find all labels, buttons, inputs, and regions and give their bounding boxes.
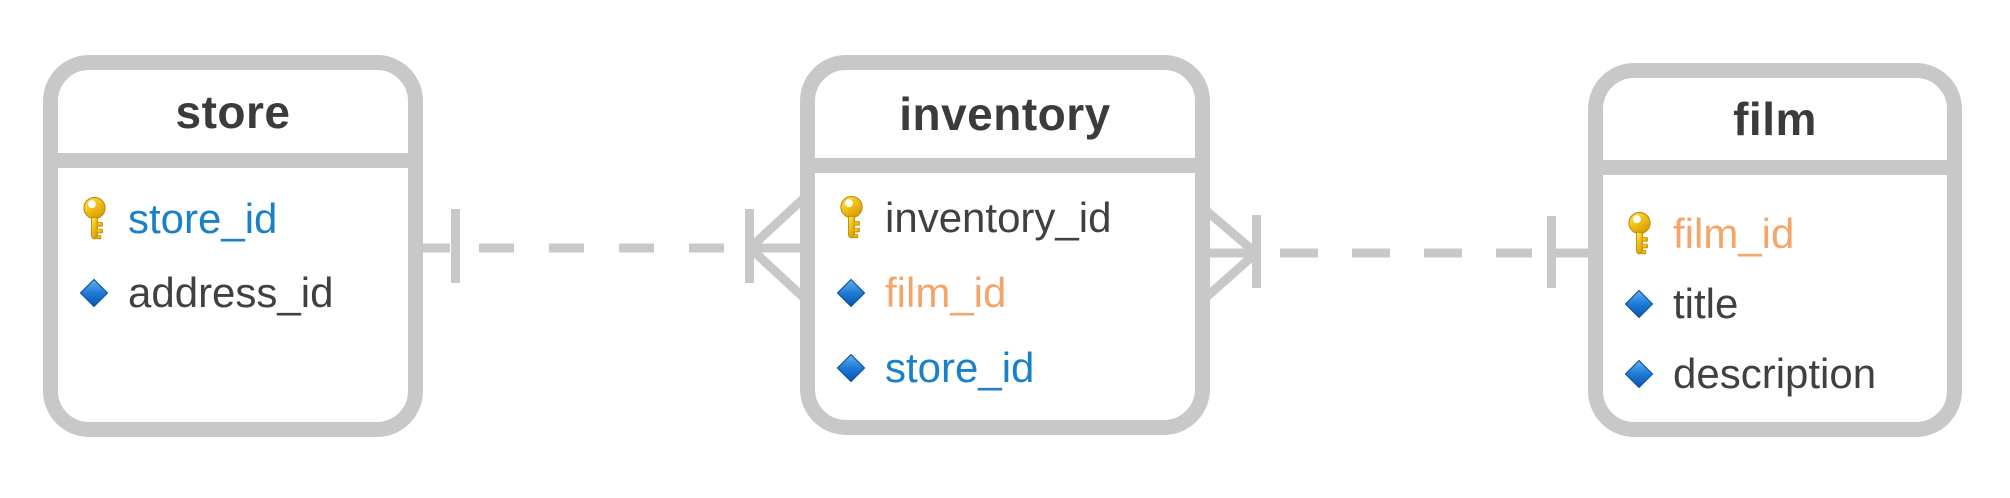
- crow-foot-many-marker: [746, 195, 807, 301]
- table-header: store: [58, 70, 408, 168]
- crow-foot-many-marker: [1200, 204, 1259, 304]
- diamond-icon: [1617, 289, 1661, 319]
- relationship-inventory-film[interactable]: [1200, 204, 1588, 304]
- table-header: film: [1603, 78, 1947, 175]
- field-name: film_id: [1673, 210, 1795, 257]
- field-row-address-id[interactable]: address_id: [58, 256, 408, 330]
- field-name: film_id: [885, 268, 1007, 316]
- field-row-film-id[interactable]: film_id: [815, 255, 1195, 330]
- field-list: store_id address_id: [58, 168, 408, 330]
- field-row-title[interactable]: title: [1603, 269, 1947, 339]
- table-film[interactable]: film film_id title description: [1588, 63, 1962, 437]
- field-list: inventory_id film_id store_id: [815, 173, 1195, 405]
- field-name: inventory_id: [885, 193, 1112, 241]
- table-title: film: [1733, 93, 1817, 145]
- key-icon: [72, 196, 116, 242]
- diamond-icon: [1617, 359, 1661, 389]
- field-name: store_id: [128, 195, 278, 242]
- field-row-description[interactable]: description: [1603, 339, 1947, 409]
- table-title: store: [175, 85, 291, 138]
- key-icon: [1617, 211, 1661, 257]
- key-icon: [829, 195, 873, 241]
- diamond-icon: [829, 353, 873, 383]
- field-row-store-id[interactable]: store_id: [58, 182, 408, 256]
- field-row-film-id[interactable]: film_id: [1603, 199, 1947, 269]
- table-store[interactable]: store store_id address_id: [43, 55, 423, 437]
- table-inventory[interactable]: inventory inventory_id film_id store_id: [800, 55, 1210, 435]
- field-row-inventory-id[interactable]: inventory_id: [815, 180, 1195, 255]
- field-name: store_id: [885, 343, 1035, 391]
- relationship-store-inventory[interactable]: [423, 195, 807, 301]
- diamond-icon: [829, 278, 873, 308]
- field-name: title: [1673, 280, 1739, 327]
- field-name: address_id: [128, 269, 334, 316]
- table-header: inventory: [815, 70, 1195, 173]
- field-row-store-id[interactable]: store_id: [815, 330, 1195, 405]
- diamond-icon: [72, 278, 116, 308]
- field-list: film_id title description: [1603, 175, 1947, 409]
- table-title: inventory: [899, 88, 1111, 140]
- field-name: description: [1673, 350, 1877, 397]
